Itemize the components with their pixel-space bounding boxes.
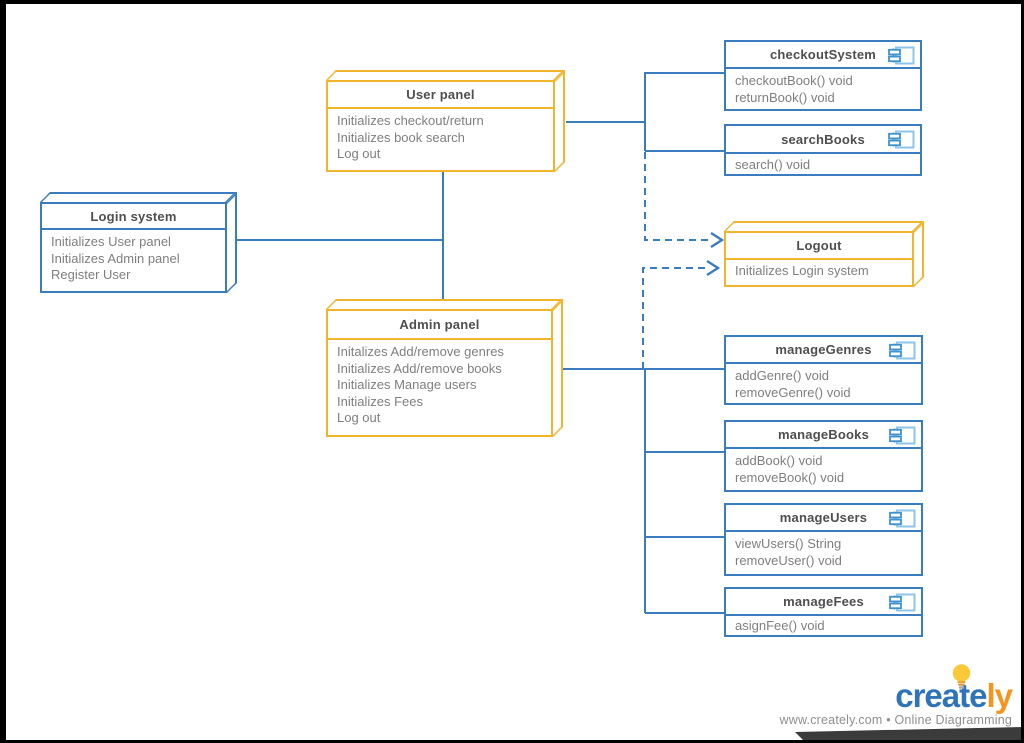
component-operation: removeUser() void (735, 552, 842, 568)
node-line: Initializes Login system (735, 263, 869, 278)
node-title: User panel (328, 82, 553, 109)
node-logout: Logout Initializes Login system (724, 221, 924, 287)
component-title: searchBooks (726, 126, 920, 154)
node-line: Register User (51, 267, 131, 282)
component-manage-users: manageUsers viewUsers() String removeUse… (724, 503, 923, 576)
component-manage-genres: manageGenres addGenre() void removeGenre… (724, 335, 923, 405)
watermark-tagline: www.creately.com • Online Diagramming (779, 713, 1012, 727)
uml-component-icon (889, 426, 916, 445)
brand-text-blue: create (895, 677, 987, 714)
node-title: Logout (726, 233, 912, 260)
node-line: Log out (337, 146, 381, 161)
node-line: Initializes Fees (337, 393, 423, 409)
node-admin-panel: Admin panel Initalizes Add/remove genres… (326, 299, 563, 437)
component-operation: asignFee() void (735, 618, 825, 633)
edge-user-logout-dashed (644, 152, 712, 241)
component-title: manageBooks (726, 422, 921, 449)
uml-component-icon (888, 130, 915, 149)
uml-component-icon (889, 593, 916, 612)
component-operation: search() void (735, 157, 811, 172)
node-title: Login system (42, 204, 225, 230)
node-line: Initializes Add/remove books (337, 360, 502, 376)
node-line: Initializes Manage users (337, 377, 477, 392)
component-operation: checkoutBook() void (735, 73, 853, 88)
uml-component-icon (888, 46, 915, 65)
component-title: manageFees (726, 589, 921, 616)
node-line: Initializes User panel (51, 234, 171, 249)
node-user-panel: User panel Initializes checkout/return I… (326, 70, 565, 172)
node-line: Initalizes Add/remove genres (337, 344, 504, 359)
uml-component-icon (889, 341, 916, 360)
cube-top-face (326, 299, 563, 309)
node-line: Log out (337, 410, 381, 425)
component-operation: addBook() void (735, 453, 823, 468)
cube-top-face (724, 221, 924, 231)
component-checkout-system: checkoutSystem checkoutBook() void retur… (724, 40, 922, 111)
component-operation: returnBook() void (735, 89, 835, 105)
component-manage-fees: manageFees asignFee() void (724, 587, 923, 637)
node-line: Initializes book search (337, 129, 465, 145)
arrowhead-user-logout (710, 231, 725, 249)
component-operation: removeGenre() void (735, 384, 851, 400)
component-search-books: searchBooks search() void (724, 124, 922, 176)
cube-right-face (914, 221, 924, 287)
arrowhead-admin-logout (706, 259, 721, 277)
component-operation: removeBook() void (735, 469, 845, 485)
cube-right-face (227, 192, 237, 293)
component-title: manageGenres (726, 337, 921, 364)
cube-top-face (40, 192, 237, 202)
creately-logo: creately (895, 677, 1013, 714)
component-operation: viewUsers() String (735, 536, 842, 551)
node-login-system: Login system Initializes User panel Init… (40, 192, 237, 293)
cube-top-face (326, 70, 565, 80)
node-line: Initializes Admin panel (51, 250, 180, 266)
cube-right-face (555, 70, 565, 172)
component-operation: addGenre() void (735, 368, 829, 383)
watermark-strip (795, 727, 1024, 743)
edge-admin-logout-dashed (642, 267, 708, 369)
component-manage-books: manageBooks addBook() void removeBook() … (724, 420, 923, 492)
component-title: checkoutSystem (726, 42, 920, 69)
lightbulb-icon (952, 664, 971, 689)
uml-component-icon (889, 509, 916, 528)
node-line: Initializes checkout/return (337, 113, 484, 128)
node-title: Admin panel (328, 311, 551, 340)
brand-text-orange: ly (986, 677, 1013, 714)
component-title: manageUsers (726, 505, 921, 532)
cube-right-face (553, 299, 563, 437)
